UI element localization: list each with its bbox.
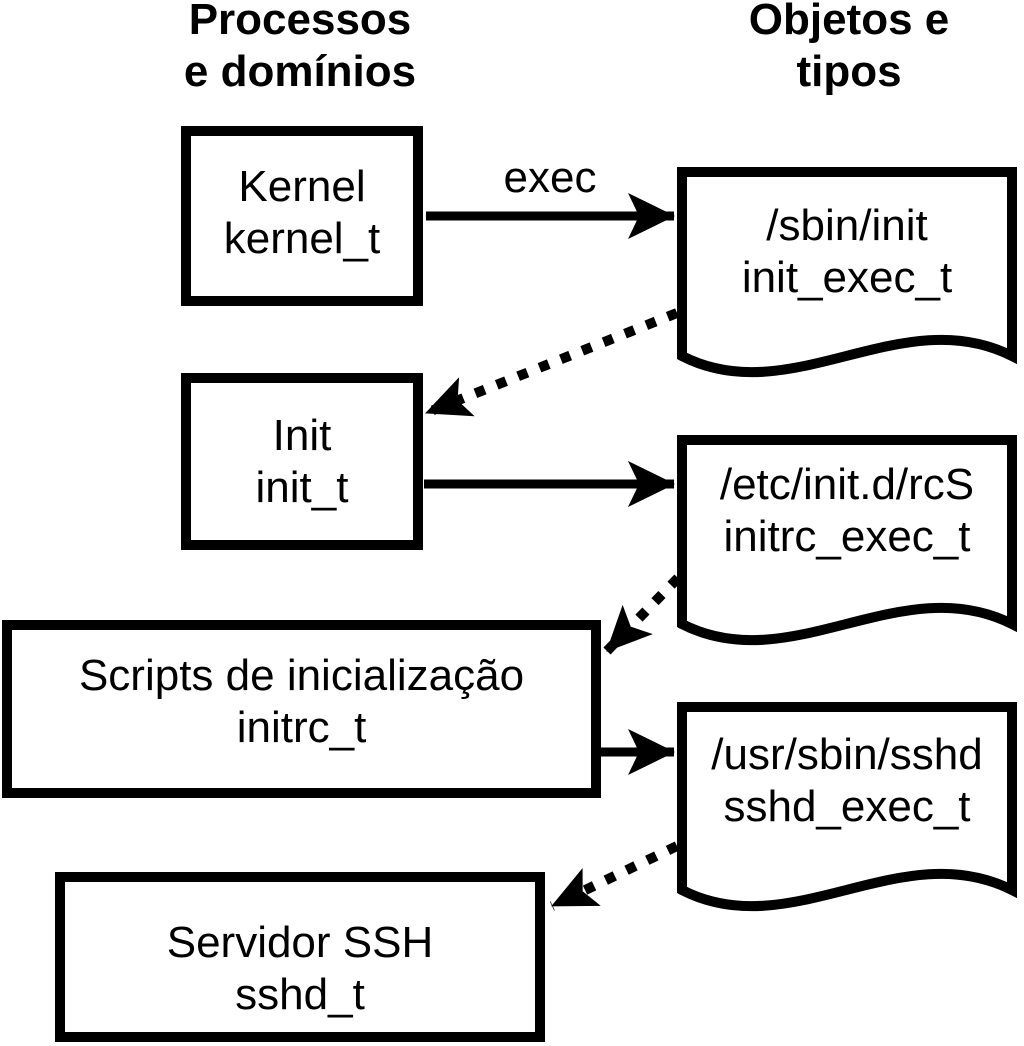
document-sbin-init-label: /sbin/init init_exec_t — [677, 200, 1017, 304]
sshd-box — [55, 872, 545, 1042]
init-box — [181, 373, 423, 550]
sshd-name: Servidor SSH — [166, 918, 434, 967]
doc2-type: initrc_exec_t — [723, 512, 971, 561]
arrow-transition-to-init-t — [424, 308, 679, 418]
arrow-transition-to-initrc-t — [603, 574, 682, 655]
scripts-name: Scripts de inicialização — [78, 651, 525, 700]
sshd-box-label: Servidor SSH sshd_t — [60, 917, 540, 1021]
column-header-processes-line2: e domínios — [183, 47, 417, 96]
kernel-box-label: Kernel kernel_t — [186, 161, 418, 265]
kernel-domain: kernel_t — [223, 214, 381, 263]
exec-arrow-label: exec — [503, 153, 597, 202]
init-box-label: Init init_t — [186, 410, 418, 514]
doc3-path: /usr/sbin/sshd — [711, 730, 983, 779]
sshd-domain: sshd_t — [235, 970, 365, 1019]
document-etc-initd-rcs-label: /etc/init.d/rcS initrc_exec_t — [677, 459, 1017, 563]
doc1-path: /sbin/init — [766, 201, 928, 250]
doc3-type: sshd_exec_t — [723, 782, 971, 831]
doc2-path: /etc/init.d/rcS — [719, 460, 975, 509]
arrow-transition-to-sshd-t — [549, 841, 680, 911]
column-header-objects-line1: Objetos e — [748, 0, 950, 44]
column-header-processes: Processos e domínios — [70, 0, 530, 98]
init-domain: init_t — [255, 463, 349, 512]
document-sbin-init — [677, 167, 1017, 378]
document-usr-sbin-sshd — [677, 702, 1017, 912]
kernel-name: Kernel — [238, 162, 366, 211]
init-name: Init — [272, 411, 332, 460]
document-etc-initd-rcs — [677, 435, 1017, 646]
doc1-type: init_exec_t — [741, 253, 953, 302]
scripts-box — [2, 620, 601, 798]
kernel-box — [181, 126, 423, 306]
column-header-objects: Objetos e tipos — [647, 0, 1024, 98]
column-header-processes-line1: Processos — [188, 0, 412, 44]
document-usr-sbin-sshd-label: /usr/sbin/sshd sshd_exec_t — [677, 729, 1017, 833]
scripts-domain: initrc_t — [236, 703, 367, 752]
scripts-box-label: Scripts de inicialização initrc_t — [7, 650, 596, 754]
column-header-objects-line2: tipos — [796, 47, 902, 96]
